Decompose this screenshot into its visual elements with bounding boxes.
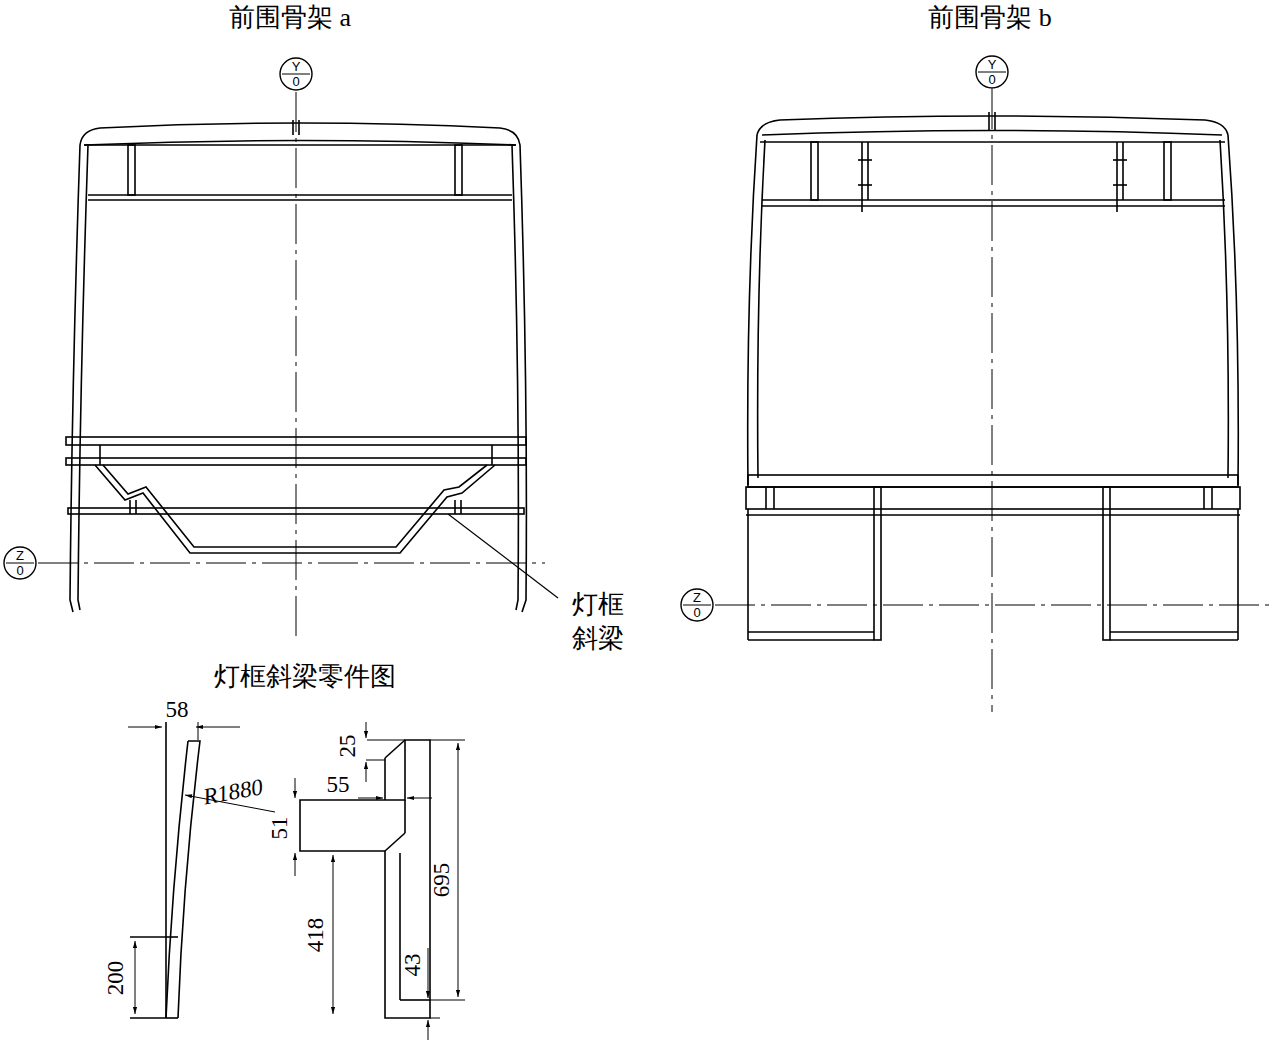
axis-letter: 0: [3, 564, 37, 577]
axis-letter: 0: [975, 73, 1009, 86]
dimension-text: 418: [303, 918, 328, 953]
label-text: 灯框斜梁零件图: [214, 663, 396, 692]
dimension-text: 43: [400, 954, 425, 977]
label-text: 灯框 斜梁: [568, 588, 628, 656]
front-frame-a: [38, 92, 558, 642]
dimension-text: 695: [429, 863, 454, 898]
axis-letter: Y: [975, 58, 1009, 71]
axis-letter: Y: [279, 60, 313, 73]
axis-symbol: Y0: [279, 57, 313, 91]
dimension-text: R1880: [201, 774, 265, 809]
axis-letter: 0: [279, 75, 313, 88]
label-text: 前围骨架 a: [229, 4, 351, 33]
axis-letter: Z: [680, 591, 714, 604]
lamp-beam-part: [128, 722, 465, 1040]
label-text: 前围骨架 b: [928, 4, 1052, 33]
dimension-text: 51: [267, 817, 292, 840]
axis-letter: Z: [3, 549, 37, 562]
axis-symbol: Y0: [975, 55, 1009, 89]
front-frame-b: [715, 89, 1275, 712]
label-text: 55: [327, 772, 350, 797]
dimension-text: 200: [103, 961, 128, 996]
dimension-text: 25: [335, 735, 360, 758]
axis-letter: 0: [680, 606, 714, 619]
axis-symbol: Z0: [680, 588, 714, 622]
label-text: 58: [166, 697, 189, 722]
axis-symbol: Z0: [3, 546, 37, 580]
